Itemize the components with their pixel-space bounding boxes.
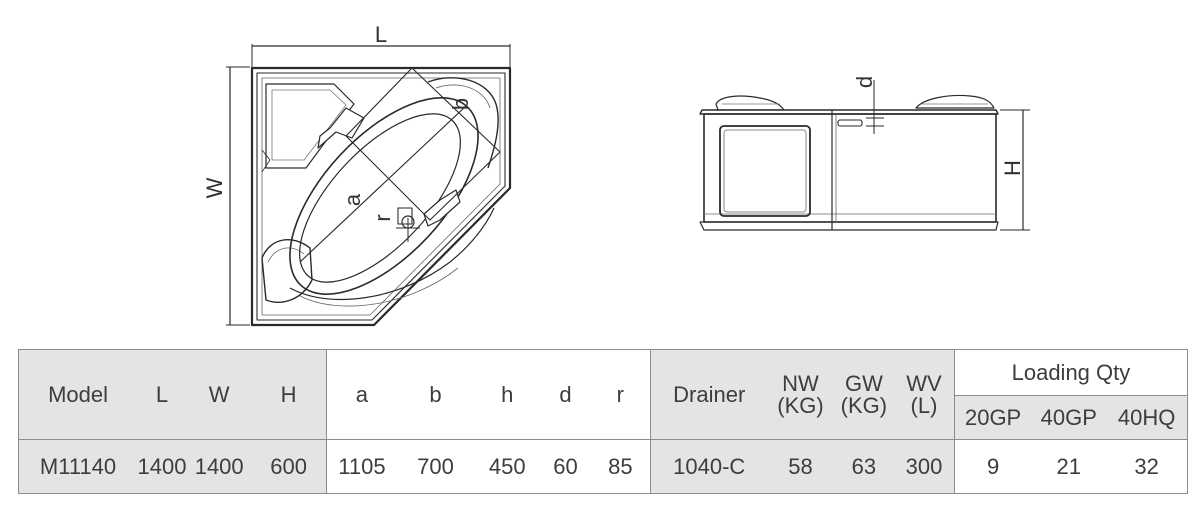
- specification-table: Model L W H a b h d r Drainer NW(KG) GW(…: [18, 349, 1189, 494]
- header-model: Model: [18, 349, 138, 440]
- header-20gp: 20GP: [954, 395, 1032, 440]
- header-h: h: [473, 349, 541, 440]
- cell-40hq: 32: [1106, 439, 1189, 494]
- cell-nw: 58: [767, 439, 834, 494]
- dim-label-r: r: [370, 214, 395, 221]
- header-r: r: [590, 349, 652, 440]
- header-gw: GW(KG): [833, 349, 895, 440]
- cell-W: 1400: [186, 439, 252, 494]
- cell-r: 85: [590, 439, 652, 494]
- cell-b: 700: [397, 439, 474, 494]
- header-H: H: [251, 349, 327, 440]
- header-nw: NW(KG): [767, 349, 834, 440]
- header-gw-line1: GW: [844, 370, 883, 396]
- header-nw-line1: NW: [782, 370, 819, 396]
- cell-L: 1400: [137, 439, 187, 494]
- header-drainer: Drainer: [650, 349, 768, 440]
- cell-drainer: 1040-C: [650, 439, 768, 494]
- cell-a: 1105: [326, 439, 398, 494]
- header-b: b: [397, 349, 474, 440]
- header-wv-line2: (L): [910, 392, 938, 418]
- header-nw-line2: (KG): [777, 392, 824, 418]
- header-gw-line2: (KG): [840, 392, 888, 418]
- side-view-drawing: [699, 80, 1030, 231]
- dim-label-a: a: [340, 193, 365, 206]
- cell-wv: 300: [894, 439, 955, 494]
- technical-drawings: L W a b r d H: [202, 22, 1030, 327]
- cell-d: 60: [540, 439, 591, 494]
- header-wv: WV(L): [894, 349, 955, 440]
- dim-label-H: H: [1000, 160, 1025, 176]
- cell-model: M11140: [18, 439, 138, 494]
- header-wv-line1: WV: [906, 370, 942, 396]
- dim-label-d: d: [852, 76, 877, 88]
- header-a: a: [326, 349, 398, 440]
- dim-label-b: b: [448, 98, 473, 110]
- cell-h: 450: [473, 439, 541, 494]
- cell-H: 600: [251, 439, 327, 494]
- header-L: L: [137, 349, 187, 440]
- header-40gp: 40GP: [1031, 395, 1107, 440]
- top-view-drawing: [226, 44, 512, 327]
- cell-40gp: 21: [1031, 439, 1107, 494]
- cell-20gp: 9: [954, 439, 1032, 494]
- dim-label-L: L: [375, 22, 387, 47]
- header-40hq: 40HQ: [1106, 395, 1189, 440]
- dim-label-W: W: [202, 177, 227, 198]
- cell-gw: 63: [833, 439, 895, 494]
- header-W: W: [186, 349, 252, 440]
- header-loading-qty: Loading Qty: [954, 349, 1189, 396]
- header-d: d: [540, 349, 591, 440]
